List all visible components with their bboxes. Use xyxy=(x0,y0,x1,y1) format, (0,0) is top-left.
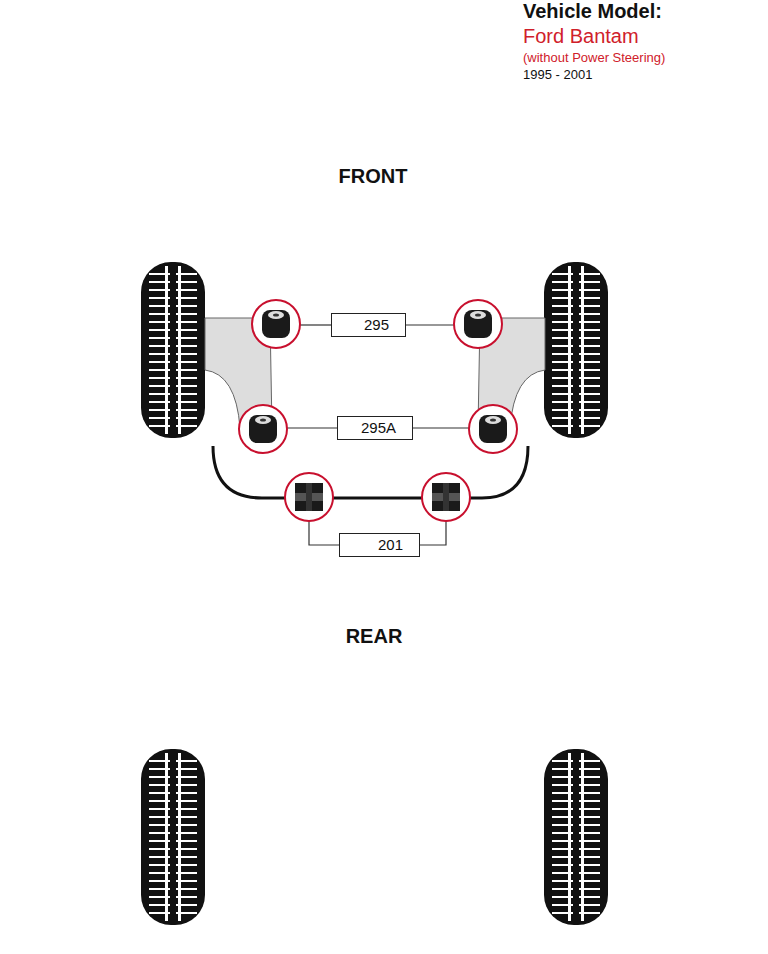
part-number-box: 295A xyxy=(337,416,413,440)
bush-image xyxy=(252,300,300,348)
heading: Vehicle Model: xyxy=(523,0,662,23)
tire xyxy=(544,749,608,925)
section-heading: REAR xyxy=(346,625,403,648)
bush-image xyxy=(239,405,287,453)
part-number-box: 201 xyxy=(339,533,420,557)
part-number: 295A xyxy=(361,419,396,436)
bush-image xyxy=(469,405,517,453)
part-number-box: 295 xyxy=(331,313,406,337)
part-number: 201 xyxy=(378,536,403,553)
arb-bush-image xyxy=(285,473,333,521)
bush-image xyxy=(454,300,502,348)
arb-bush-image xyxy=(422,473,470,521)
tire xyxy=(141,262,205,438)
year-range: 1995 - 2001 xyxy=(523,67,592,82)
section-heading: FRONT xyxy=(339,165,408,188)
tire xyxy=(141,749,205,925)
part-number: 295 xyxy=(364,316,389,333)
tire xyxy=(544,262,608,438)
vehicle-name: Ford Bantam xyxy=(523,25,639,48)
vehicle-note: (without Power Steering) xyxy=(523,50,665,65)
